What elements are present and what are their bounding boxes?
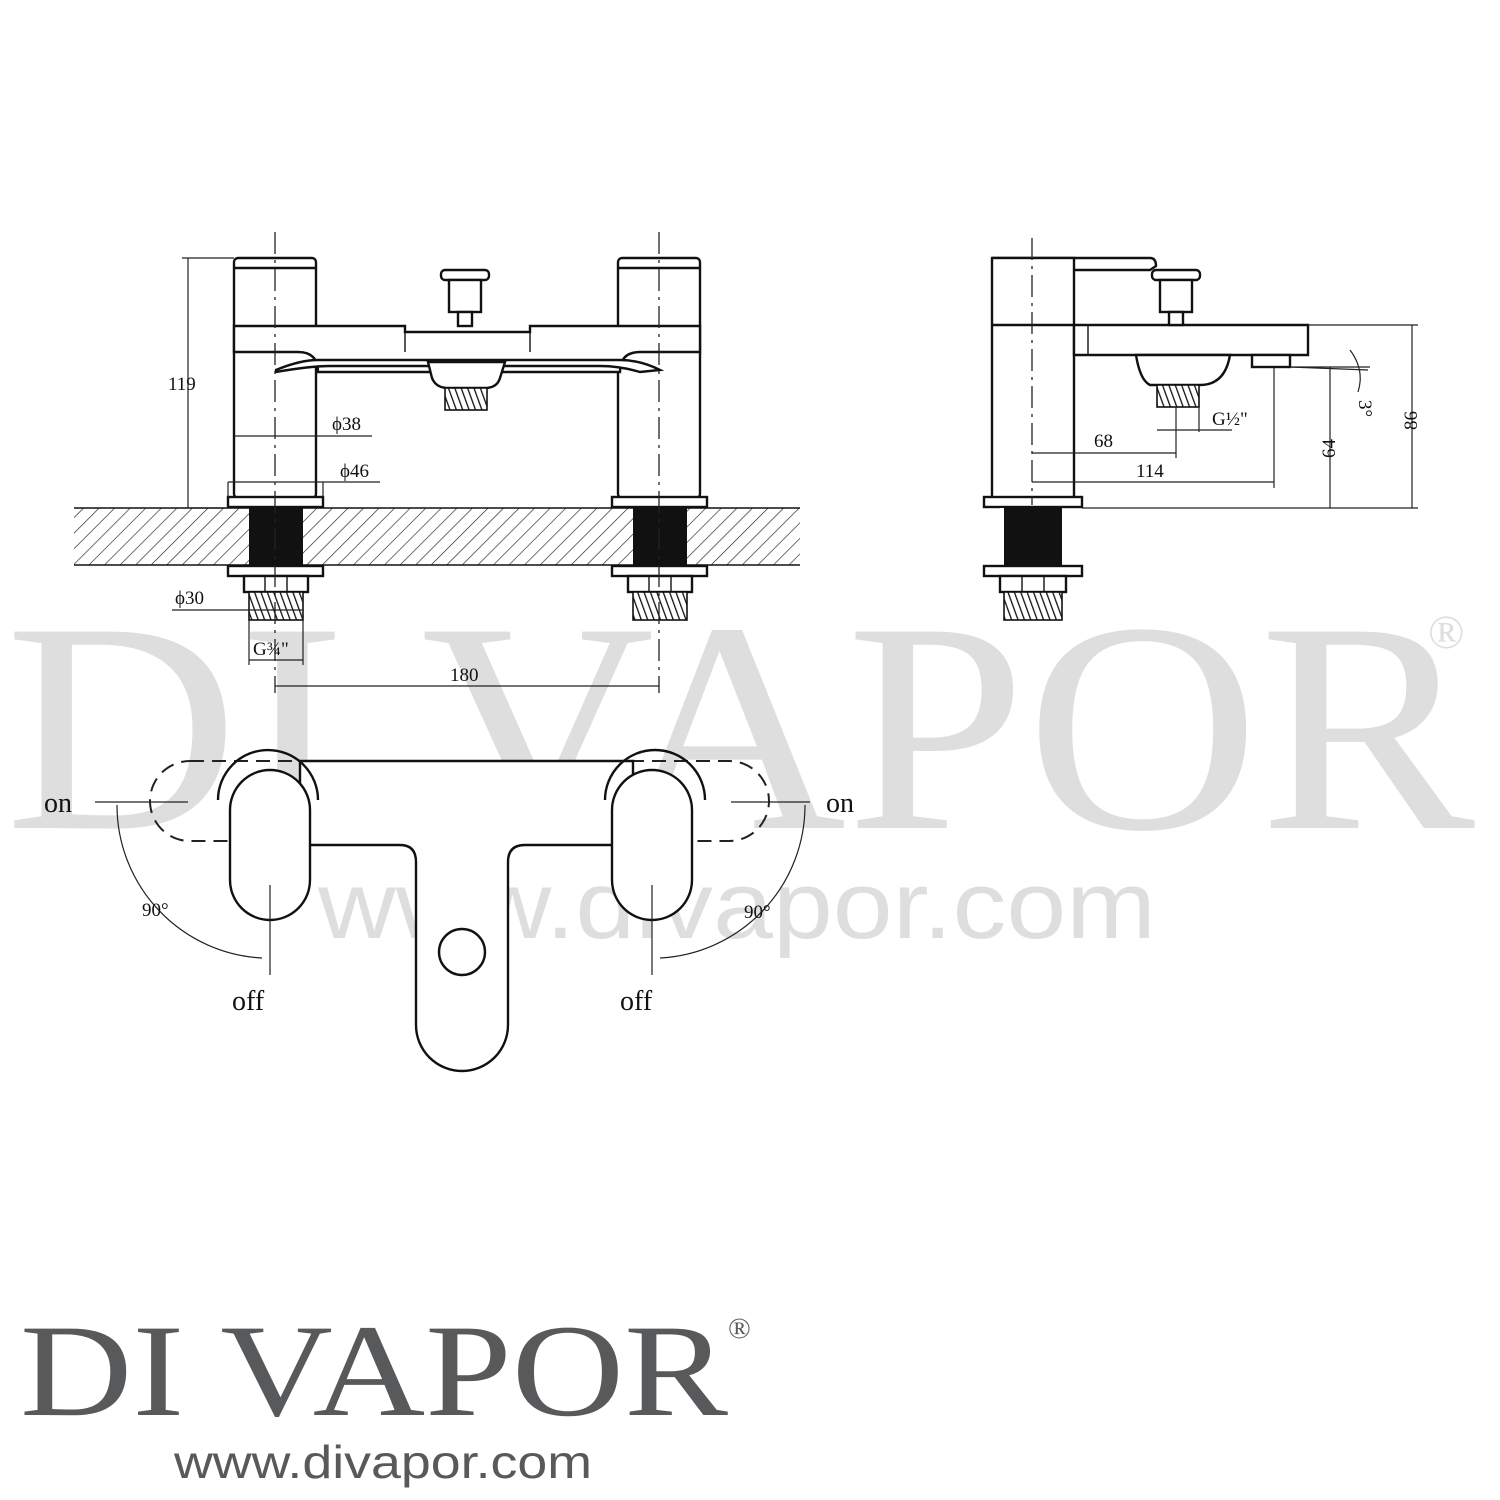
plan-left-cap	[216, 748, 320, 801]
side-elevation: 68 114 G½" 64 86 3°	[982, 238, 1422, 621]
side-nut	[998, 574, 1068, 594]
side-backnut-washer	[982, 564, 1084, 578]
dim-diameter-30: ϕ30	[175, 588, 204, 609]
side-body	[990, 256, 1076, 500]
dim-side-64: 64	[1319, 439, 1340, 459]
plan-dashed-outline	[149, 760, 770, 842]
front-elevation: 119 ϕ38 ϕ46 ϕ30 G¾" 180	[74, 232, 800, 693]
diverter-stem	[456, 310, 474, 328]
dim-thread-g34: G¾"	[253, 639, 289, 660]
diverter-cap	[439, 268, 491, 282]
right-shank	[633, 508, 687, 565]
side-diverter-cap	[1150, 268, 1202, 282]
shower-outlet-thread	[444, 387, 488, 411]
right-nut	[626, 574, 694, 594]
left-nut	[242, 574, 310, 594]
side-aerator	[1250, 353, 1292, 369]
watermark-brand: DI VAPOR	[5, 561, 1477, 893]
dim-side-68: 68	[1094, 431, 1113, 452]
watermark-registered: ®	[1428, 606, 1464, 659]
side-thread	[1003, 591, 1063, 621]
plan-angle-left: 90°	[142, 900, 169, 921]
side-base-flange	[982, 495, 1084, 509]
dim-diameter-38: ϕ38	[332, 414, 361, 435]
plan-view: on on off off 90° 90°	[44, 748, 854, 1073]
side-shower-thread	[1156, 384, 1200, 408]
logo-url: www.divapor.com	[173, 1436, 592, 1488]
left-thread	[248, 591, 304, 621]
plan-diverter	[437, 927, 487, 977]
left-shank	[249, 508, 303, 565]
plan-body	[298, 759, 635, 1073]
side-diverter-stem	[1167, 310, 1185, 327]
dim-side-114: 114	[1136, 461, 1164, 482]
dim-spacing-180: 180	[450, 665, 479, 686]
plan-off-left: off	[232, 986, 265, 1017]
right-thread	[632, 591, 688, 621]
dim-diameter-46: ϕ46	[340, 461, 369, 482]
shower-outlet	[426, 360, 507, 390]
dim-thread-g12: G½"	[1212, 409, 1248, 430]
plan-right-lever	[610, 768, 694, 922]
plan-off-right: off	[620, 986, 653, 1017]
logo-brand: DI VAPOR	[20, 1297, 728, 1444]
plan-on-left: on	[44, 788, 72, 819]
side-spout	[1072, 323, 1310, 357]
dim-height-119: 119	[168, 374, 196, 395]
side-diverter-knob	[1158, 278, 1194, 314]
plan-right-arc	[659, 804, 806, 959]
diverter-knob	[447, 278, 483, 314]
countertop-section	[74, 508, 800, 565]
side-shank	[1004, 508, 1062, 565]
plan-angle-right: 90°	[744, 902, 771, 923]
plan-right-cap	[603, 748, 707, 801]
brand-logo: DI VAPOR ® www.divapor.com	[20, 1297, 751, 1488]
side-shower-outlet	[1134, 353, 1232, 387]
plan-on-right: on	[826, 788, 854, 819]
dim-angle-3: 3°	[1354, 400, 1375, 417]
plan-left-arc	[116, 804, 263, 959]
logo-registered: ®	[728, 1312, 751, 1345]
dim-side-86: 86	[1401, 411, 1422, 430]
plan-left-lever	[228, 768, 312, 922]
